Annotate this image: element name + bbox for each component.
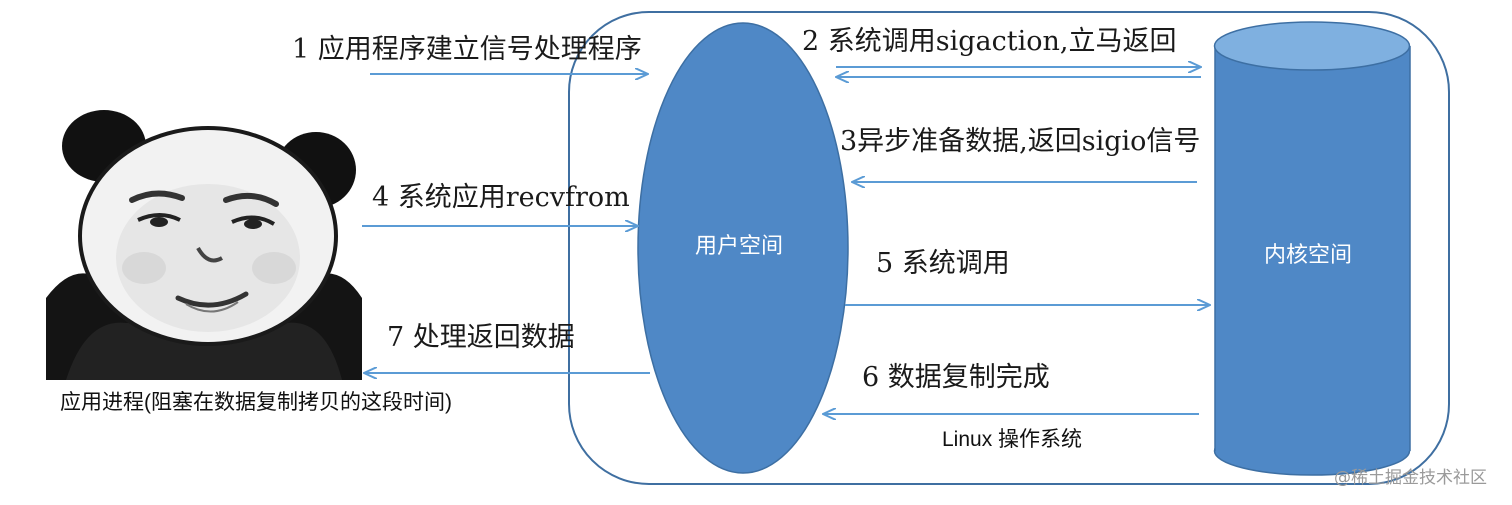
step-5-label: 5 系统调用 [876,248,1010,279]
step-1-label: 1 应用程序建立信号处理程序 [292,34,642,65]
panda-meme-image [46,108,362,380]
user-space-ellipse [637,22,849,474]
step-7-label: 7 处理返回数据 [387,322,575,353]
kernel-space-label: 内核空间 [1264,243,1353,268]
step-6-label: 6 数据复制完成 [862,362,1050,393]
step-4-label: 4 系统应用recvfrom [372,182,630,213]
watermark: @稀土掘金技术社区 [1334,468,1487,488]
step-3-label: 3异步准备数据,返回sigio信号 [840,126,1201,157]
kernel-cylinder [1213,21,1411,476]
os-label: Linux 操作系统 [942,428,1083,451]
user-space-label: 用户空间 [695,234,784,259]
process-caption: 应用进程(阻塞在数据复制拷贝的这段时间) [60,391,452,414]
step-2-label: 2 系统调用sigaction,立马返回 [802,26,1177,57]
os-frame [568,11,1450,485]
